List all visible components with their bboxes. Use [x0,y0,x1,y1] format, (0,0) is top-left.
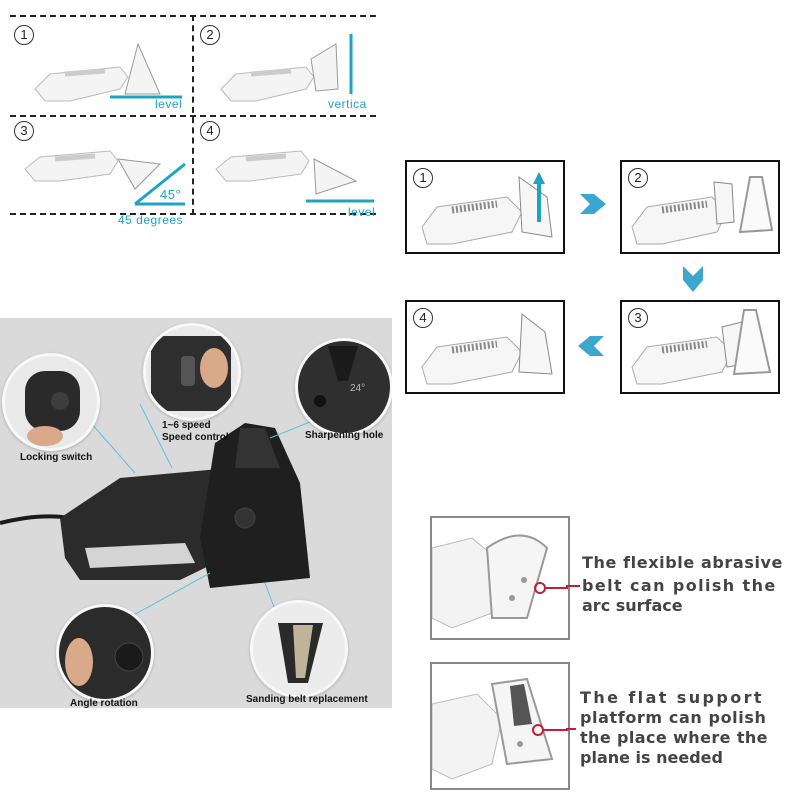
angle-rotation-label: Angle rotation [70,698,138,708]
flat-platform-illustration [431,677,568,780]
belt-replacement-callout [250,600,348,698]
chevron-left-icon [578,336,604,356]
pointer-line [566,585,580,587]
angle-cell-2: 2 vertica [196,19,376,114]
step-box-2: 2 [620,160,780,254]
sharpener-illustration [215,150,374,203]
speed-control-label: Speed control [162,432,229,443]
speed-range-label: 1~6 speed [162,420,211,431]
angle-rotation-callout [56,604,154,702]
angle-value: 45° [160,187,182,202]
step-number: 4 [200,121,220,141]
step-box-4: 4 [405,300,565,394]
sharpener-illustration [421,313,553,385]
arc-belt-illustration [431,534,568,629]
angle-knob-icon [59,607,151,699]
step-number: 2 [628,168,648,188]
angle-grid: 1 level 2 vertica 3 45° 45 degrees [10,15,376,227]
angle-caption: level [155,97,183,111]
flat-description-line4: plane is needed [580,748,723,767]
speed-control-callout [143,323,241,421]
belt-replacement-label: Sanding belt replacement [246,694,368,705]
locking-switch-callout [2,353,100,451]
detail-box-arc [430,516,570,640]
flat-description-line1: The flat support [580,688,764,707]
pointer-line [566,728,576,730]
step-number: 4 [413,308,433,328]
arc-description-line2: belt can polish the [582,576,777,595]
step-box-3: 3 [620,300,780,394]
flat-description-line3: the place where the [580,728,768,747]
sharpener-device [0,387,321,629]
sharpening-hole-label: Sharpening hole [305,430,384,441]
angle-caption: 45 degrees [118,213,184,227]
detail-box-flat [430,662,570,790]
sharpening-hole-callout: 24° [295,338,392,436]
step-number: 3 [628,308,648,328]
angle-caption: vertica [328,97,367,111]
arc-description-line1: The flexible abrasive [582,553,784,572]
angle-cell-4: 4 level [196,119,376,219]
step-number: 3 [14,121,34,141]
chevron-down-icon [683,266,703,292]
locking-switch-icon [25,371,80,446]
grid-divider-vertical [192,15,194,215]
arc-description-line3: arc surface [582,596,683,615]
angle-marking: 24° [350,383,366,394]
locking-switch-label: Locking switch [20,452,93,463]
sharpening-hole-icon [298,341,390,433]
sharpener-illustration [24,150,186,206]
product-photo: Locking switch 1~6 speed Speed control 2… [0,318,392,708]
sharpener-illustration [34,42,182,102]
angle-caption: level [348,205,376,219]
step-number: 2 [200,25,220,45]
flat-description-line2: platform can polish [580,708,767,727]
chevron-right-icon [580,194,606,214]
sharpener-illustration [220,34,353,102]
step-number: 1 [14,25,34,45]
angle-cell-3: 3 45° 45 degrees [10,119,190,227]
sharpener-illustration [421,172,553,245]
step-box-1: 1 [405,160,565,254]
sanding-belt-icon [253,603,345,695]
speed-dial-icon [151,336,231,411]
step-number: 1 [413,168,433,188]
sharpener-illustration [631,176,774,245]
sharpener-illustration [631,309,772,385]
angle-cell-1: 1 level [10,19,190,114]
